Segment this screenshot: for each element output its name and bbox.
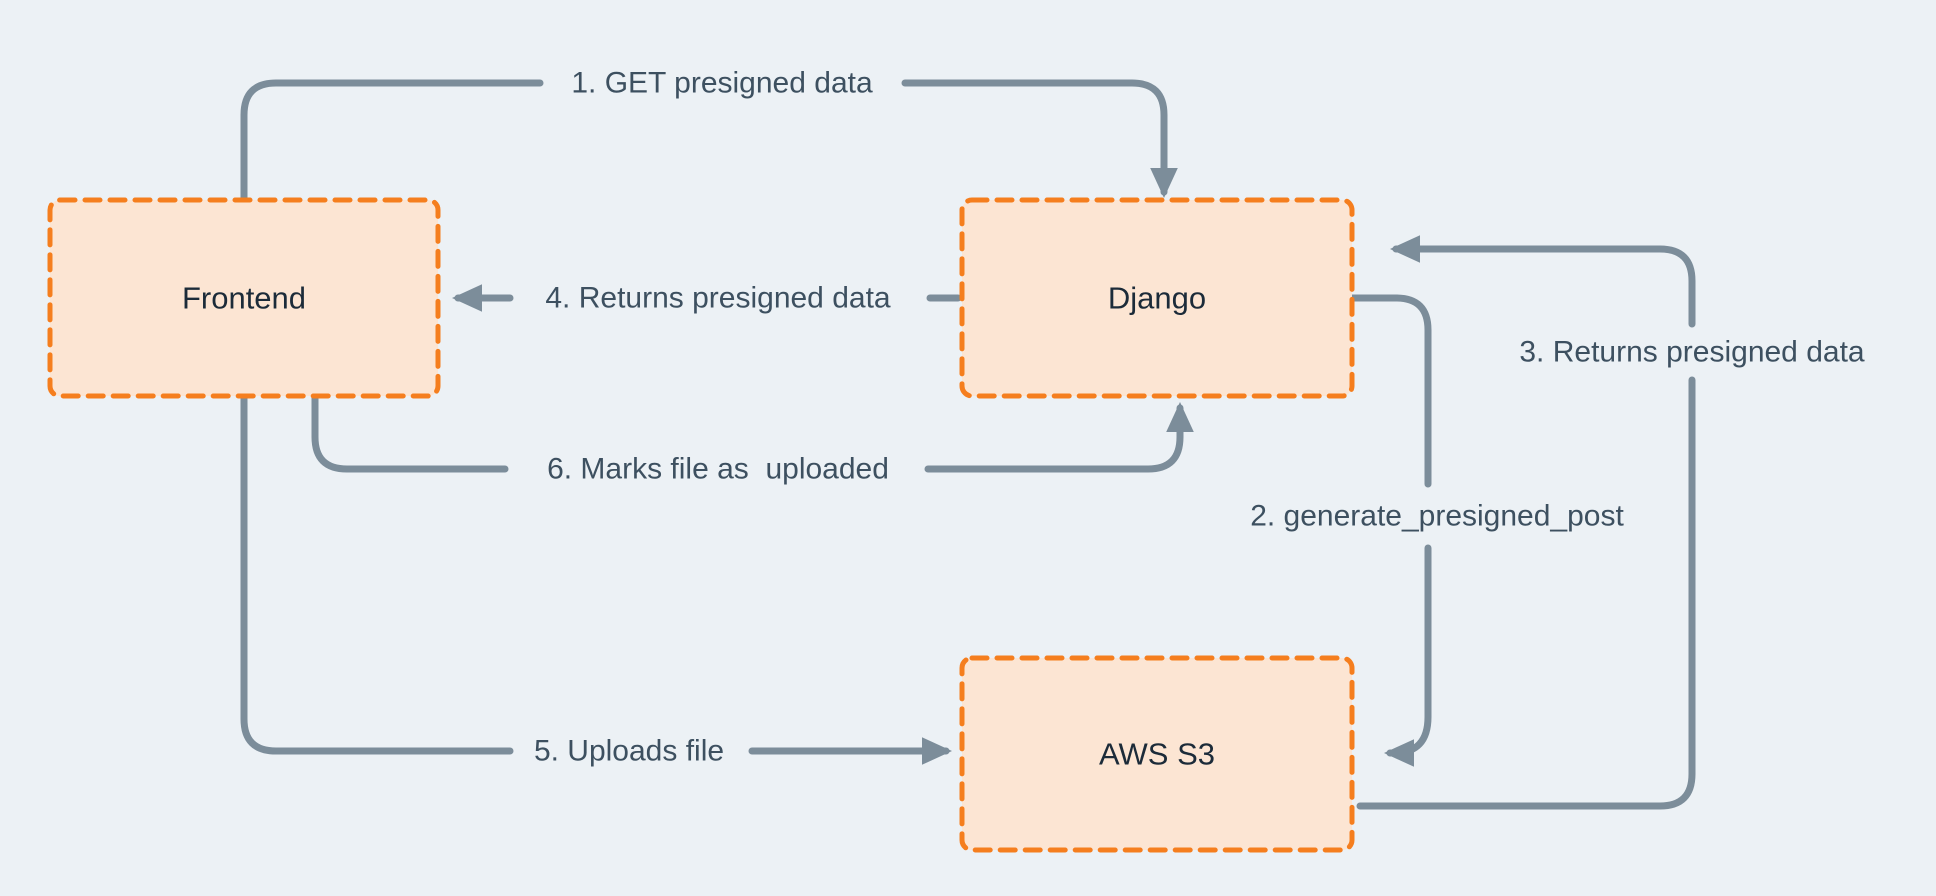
arrow-step-3: 3. Returns presigned data <box>1356 235 1865 810</box>
arrow-step-5: 5. Uploads file <box>240 392 953 768</box>
node-frontend: Frontend <box>47 197 441 399</box>
node-aws-s3-box <box>959 655 1355 853</box>
arrow-step-1-segment-b <box>901 79 1178 199</box>
arrow-step-2: 2. generate_presigned_post <box>1250 294 1624 767</box>
node-frontend-box <box>47 197 441 399</box>
arrow-step-6-segment-a <box>311 392 509 473</box>
arrow-step-6: 6. Marks file as uploaded <box>311 392 1194 486</box>
arrow-step-1: 1. GET presigned data <box>240 67 1178 204</box>
node-aws-s3-label: AWS S3 <box>1099 737 1215 772</box>
step-2-label: 2. generate_presigned_post <box>1250 500 1624 533</box>
step-5-label: 5. Uploads file <box>534 735 724 768</box>
node-frontend-label: Frontend <box>182 281 306 316</box>
arrow-step-6-segment-b <box>924 401 1194 473</box>
arrow-step-2-segment-a <box>1348 294 1432 488</box>
arrow-step-5-segment-a <box>240 392 514 755</box>
node-django-label: Django <box>1108 281 1206 316</box>
step-1-label: 1. GET presigned data <box>571 67 873 100</box>
arrow-step-3-segment-a <box>1356 376 1696 810</box>
arrow-step-1-segment-a <box>240 79 544 204</box>
arrow-step-4: 4. Returns presigned data <box>451 282 962 315</box>
node-django-box <box>959 197 1355 399</box>
step-3-label: 3. Returns presigned data <box>1519 336 1865 369</box>
step-6-label: 6. Marks file as uploaded <box>547 453 889 486</box>
arrow-step-2-segment-b <box>1383 544 1432 767</box>
step-4-label: 4. Returns presigned data <box>545 282 891 315</box>
node-aws-s3: AWS S3 <box>959 655 1355 853</box>
node-django: Django <box>959 197 1355 399</box>
arrow-step-3-segment-b <box>1389 235 1696 328</box>
